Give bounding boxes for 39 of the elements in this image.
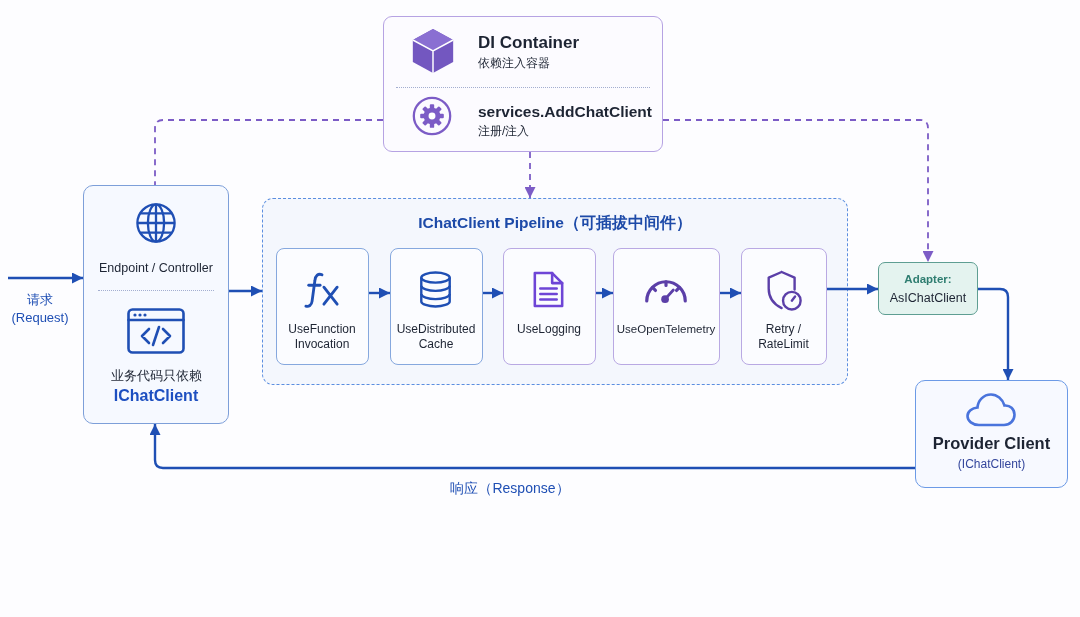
heading: DI Container: [478, 32, 580, 54]
adapter-card: [878, 262, 978, 315]
arrow: [149, 424, 915, 470]
middleware-card: [612, 247, 720, 365]
middleware-card: [502, 247, 596, 365]
adapter-label: Adapter:: [904, 272, 952, 287]
subheading: Endpoint / Controller: [99, 260, 213, 277]
arrow: [524, 151, 536, 199]
arrow: [662, 119, 934, 263]
arrow: [596, 287, 613, 299]
connector-line: [154, 119, 384, 186]
middleware-card: [740, 247, 827, 365]
arrow: [483, 287, 503, 299]
subheading: 依赖注入容器: [478, 56, 550, 72]
arrow: [827, 283, 878, 295]
arrow: [720, 287, 741, 299]
di-container-panel: [383, 16, 663, 152]
arrow: [978, 287, 1014, 380]
arrow: [229, 285, 262, 297]
pipeline-group: [262, 198, 848, 385]
step-label: UseFunction Invocation: [287, 321, 357, 353]
arrow: [369, 287, 390, 299]
subheading: (IChatClient): [957, 457, 1026, 473]
heading: Provider Client: [932, 433, 1051, 454]
middleware-card: [275, 247, 369, 365]
step-label: UseDistributed Cache: [396, 321, 476, 353]
endpoint-card: [83, 185, 229, 424]
middleware-card: [389, 247, 483, 365]
subheading: 注册/注入: [478, 124, 530, 140]
provider-card: [915, 380, 1068, 488]
step-label: UseOpenTelemetry: [616, 321, 716, 337]
pipeline-title: IChatClient Pipeline（可插拔中间件）: [418, 213, 692, 233]
interface-name: IChatClient: [113, 386, 199, 406]
arrow: [8, 272, 83, 284]
step-label: UseLogging: [516, 321, 582, 338]
adapter-name: AsIChatClient: [889, 290, 967, 307]
description: 业务代码只依赖: [110, 368, 202, 385]
heading: services.AddChatClient: [478, 102, 652, 122]
step-label: Retry / RateLimit: [757, 321, 810, 353]
